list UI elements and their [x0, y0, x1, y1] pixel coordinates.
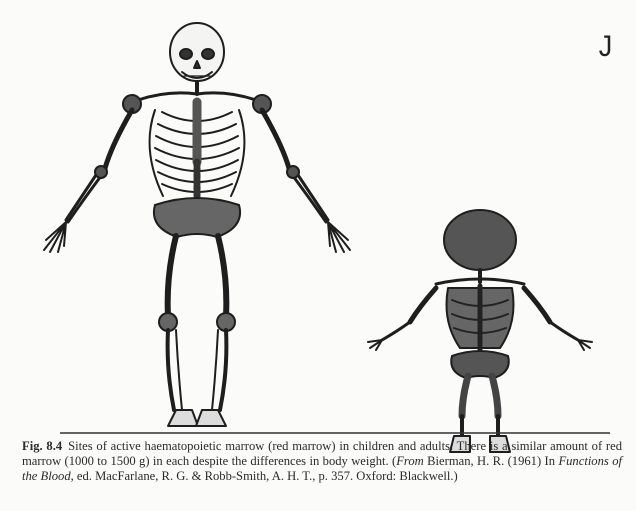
caption-source-italic-1: From: [396, 454, 424, 468]
child-skeleton: [368, 210, 592, 452]
caption-label: Fig. 8.4: [22, 439, 62, 453]
caption-text-2: Bierman, H. R. (1961) In: [424, 454, 559, 468]
handwritten-mark: J: [599, 30, 613, 64]
adult-skeleton: [44, 23, 350, 426]
caption-text-3: , ed. MacFarlane, R. G. & Robb-Smith, A.…: [71, 469, 458, 483]
